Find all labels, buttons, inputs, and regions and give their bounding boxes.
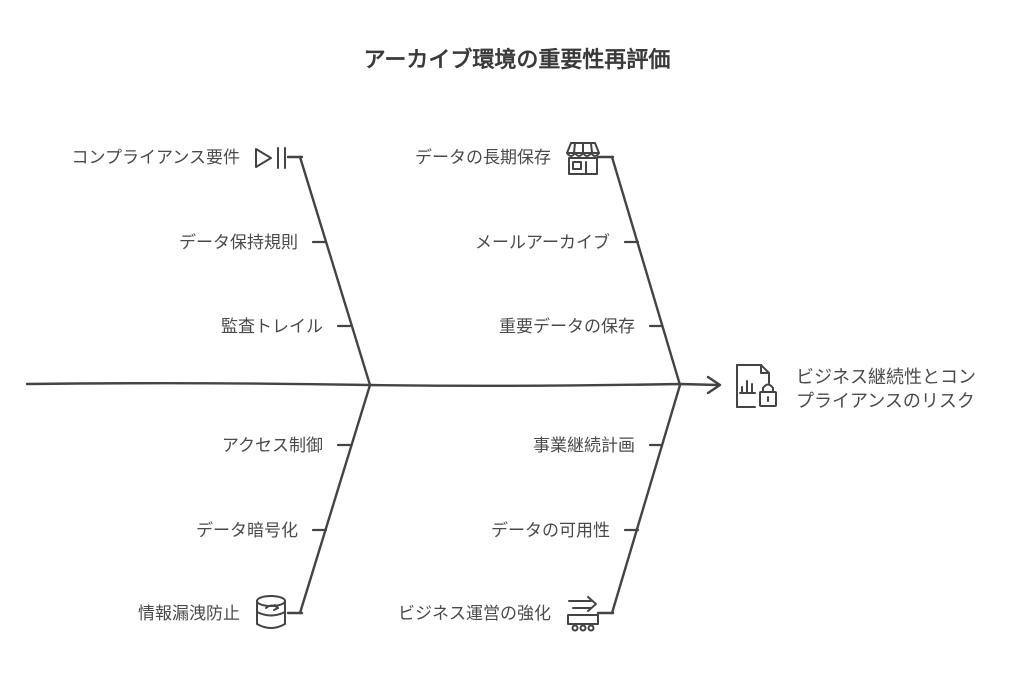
cause-label: 事業継続計画 [533,436,635,456]
bone-continuity [610,383,682,615]
cause-label: メールアーカイブ [475,232,610,253]
spine-arrowhead [706,375,722,395]
cause-label: 重要データの保存 [499,316,635,337]
effect-label-line-2: プライアンスのリスク [796,391,975,412]
bone-storage [610,155,682,387]
cause-label: データの長期保存 [415,147,551,168]
play-pause-icon [255,147,286,169]
bone-compliance [298,155,372,387]
cause-label: 情報漏洩防止 [138,604,240,624]
cause-label: 監査トレイル [221,317,323,337]
storefront-icon [566,142,600,175]
bone-security [298,383,372,615]
cause-label: データの可用性 [491,520,610,541]
cause-label: データ暗号化 [196,520,298,541]
spine-line [25,382,720,387]
cause-label: ビジネス運営の強化 [398,604,551,624]
cause-label: コンプライアンス要件 [72,148,240,168]
effect-label-line-1: ビジネス継続性とコン [796,367,976,388]
conveyor-icon [567,596,599,632]
cause-label: データ保持規則 [179,232,298,253]
chart-lock-document-icon [736,364,777,408]
database-sync-icon [256,595,286,629]
cause-label: アクセス制御 [222,436,323,456]
diagram-title: アーカイブ環境の重要性再評価 [364,47,671,73]
